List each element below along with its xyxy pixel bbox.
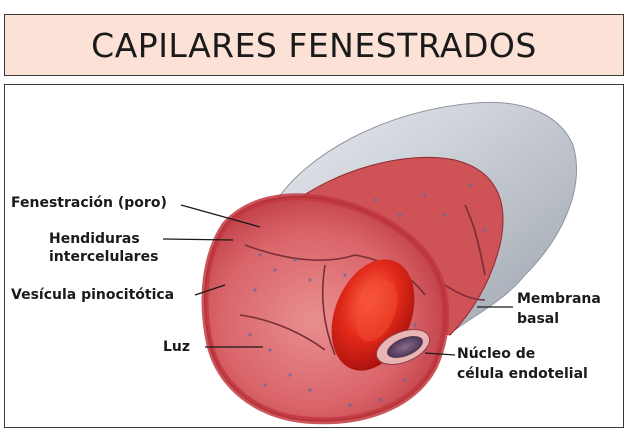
label-membrana-line2: basal — [517, 311, 560, 327]
leader-fenestracion — [180, 204, 261, 228]
page-title: CAPILARES FENESTRADOS — [91, 25, 537, 65]
leader-nucleo — [424, 352, 456, 356]
vessel-rim — [201, 193, 450, 425]
label-vesicula: Vesícula pinocitótica — [11, 287, 175, 303]
label-nucleo-line2: célula endotelial — [457, 366, 588, 382]
capillary-illustration — [162, 101, 577, 425]
intercellular-clefts — [239, 204, 486, 356]
label-hendiduras-line1: Hendiduras — [49, 231, 140, 247]
label-luz: Luz — [163, 339, 191, 355]
label-fenestracion: Fenestración (poro) — [11, 195, 167, 211]
title-banner: CAPILARES FENESTRADOS — [4, 14, 624, 76]
leader-hendiduras — [162, 238, 234, 241]
label-hendiduras-line2: intercelulares — [49, 249, 159, 265]
leader-vesicula — [194, 284, 226, 296]
endothelial-nucleus — [375, 329, 431, 365]
label-membrana-line1: Membrana — [517, 291, 601, 307]
leader-lines — [162, 204, 513, 356]
label-nucleo-line1: Núcleo de — [457, 346, 536, 362]
capillary-figure: Fenestración (poro) Hendiduras intercelu… — [4, 84, 624, 428]
